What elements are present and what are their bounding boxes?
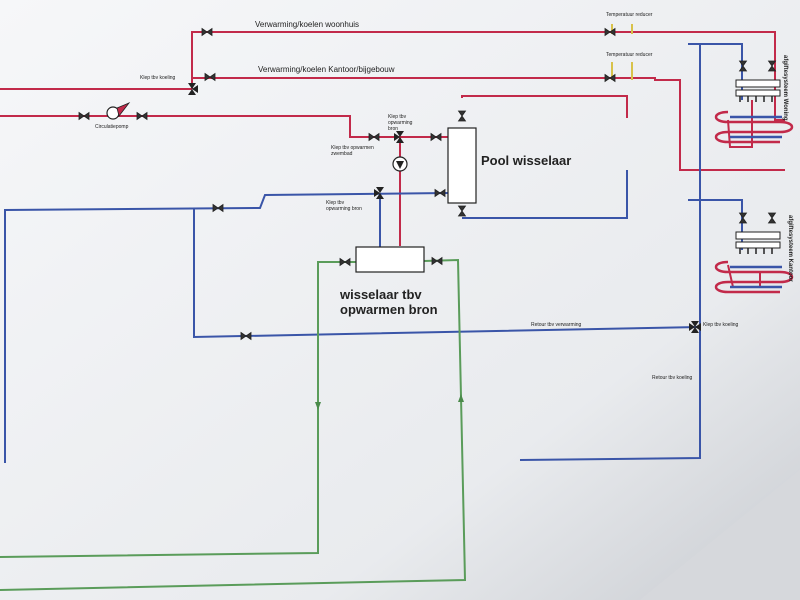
klep-koeling-label: Klep tbv koeling (703, 322, 739, 328)
supply-pipes (0, 31, 785, 288)
pool-heat-exchanger[interactable] (447, 127, 477, 204)
circulation-pump-icon[interactable] (106, 102, 131, 120)
afgiftesysteem-woning-label: afgiftesysteem Woning (782, 55, 788, 121)
wisselaar-bron-label-line2: opwarmen bron (340, 302, 438, 317)
klep-opwarming-bron-label: Klep tbv opwarming bron (326, 200, 362, 212)
manifold-kantoor[interactable] (735, 231, 781, 254)
manifold-woning[interactable] (735, 79, 781, 102)
wisselaar-bron-label-line1: wisselaar tbv (340, 287, 422, 302)
woonhuis-line-label: Verwarming/koelen woonhuis (255, 20, 360, 29)
floor-loop-kantoor (714, 260, 794, 294)
afgiftesysteem-kantoor-label: afgiftesysteem Kantoor (787, 215, 793, 282)
pool-wisselaar-label: Pool wisselaar (481, 153, 572, 168)
arrow-down-icon (315, 402, 321, 410)
retour-verwarming-label: Retour tbv verwarming (531, 322, 582, 328)
floor-loop-woning (714, 110, 794, 144)
arrow-up-icon (458, 394, 464, 402)
kantoor-line-label: Verwarming/koelen Kantoor/bijgebouw (258, 65, 395, 74)
klep-opwarming-bron-label: Klep tbv opwarming bron (388, 114, 413, 132)
source-heat-exchanger[interactable] (355, 246, 425, 273)
klep-koeling-label: Klep tbv koeling (140, 75, 176, 81)
three-way-valve-icon[interactable] (689, 321, 701, 333)
temp-reducer-label: Temperatuur reducer (606, 52, 653, 58)
three-way-valve-icon[interactable] (374, 187, 384, 199)
pool-pump-icon[interactable] (392, 156, 408, 172)
three-way-valve-icon[interactable] (188, 83, 198, 95)
klep-opwarmen-zwembad-label: Klep tbv opwarmen zwembad (331, 145, 374, 157)
temp-reducer-label: Temperatuur reducer (606, 12, 653, 18)
circulatiepomp-label: Circulatiepomp (95, 124, 129, 130)
three-way-valve-icon[interactable] (394, 131, 404, 143)
retour-koeling-label: Retour tbv koeling (652, 375, 693, 381)
